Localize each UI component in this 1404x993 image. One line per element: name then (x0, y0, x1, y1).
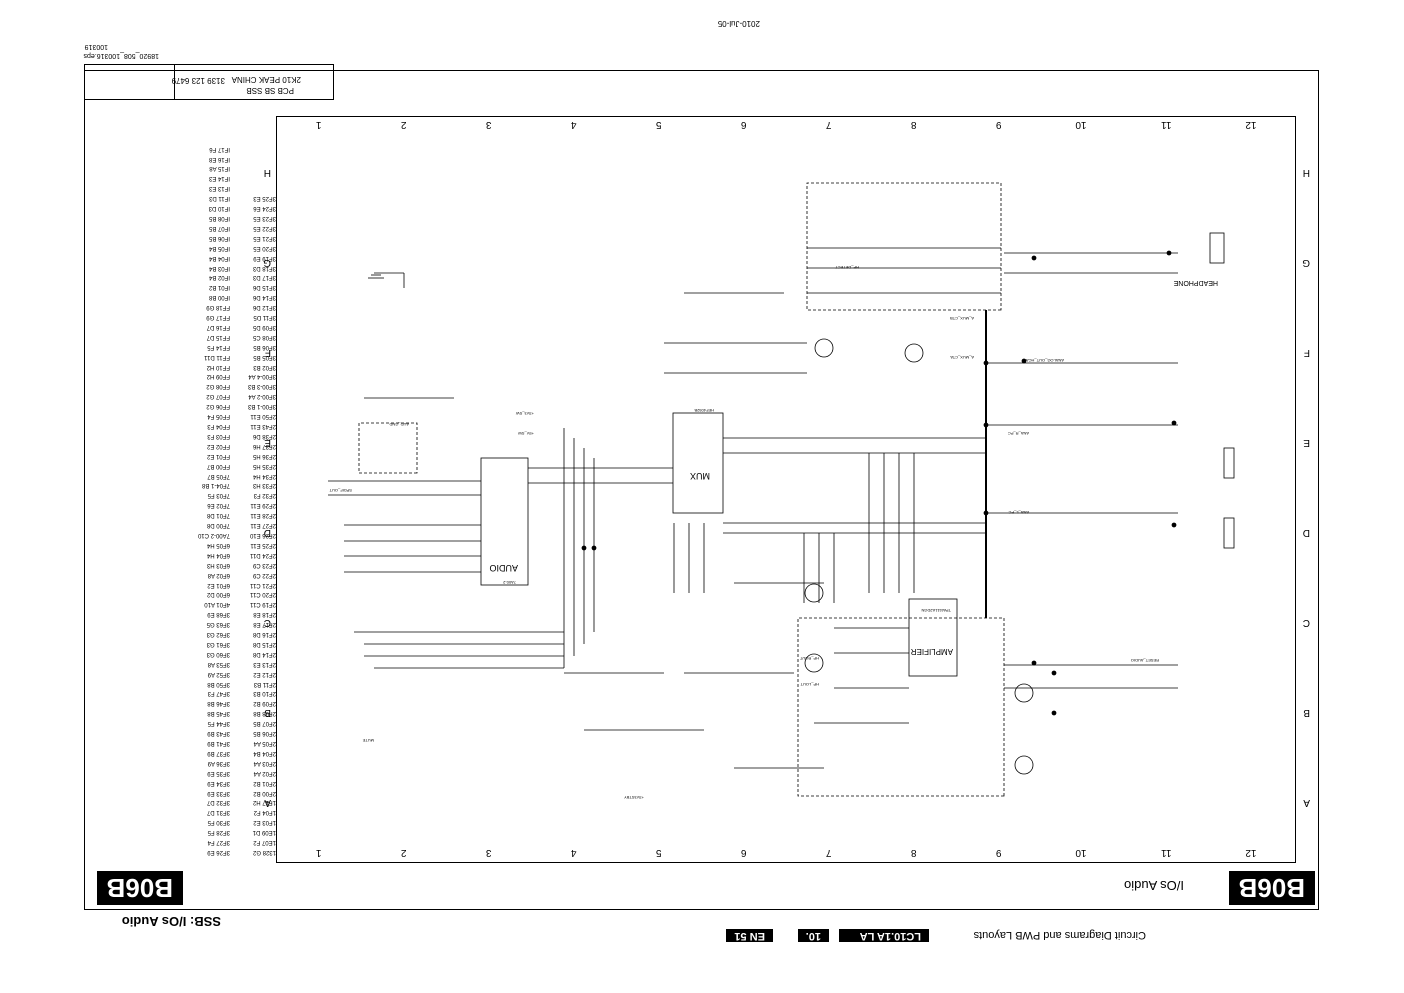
net-analog-out-hca: ANALOG_OUT_HCA (1025, 358, 1064, 363)
net-hp-rout: HP_ROUT (799, 656, 819, 661)
net-3v3-sw: +3V3_SW (515, 411, 534, 416)
net-hp-lout: HP_LOUT (800, 682, 819, 687)
mux-label: MUX (690, 471, 710, 481)
audio-label: AUDIO (489, 563, 518, 573)
audio-chip-label: 7A00-2 (503, 580, 516, 585)
net-spdif-out: SPDIF_OUT (329, 488, 352, 493)
mux-chip-label: HEF4052B (694, 408, 714, 413)
amplifier-chip-label: TPA6111A2DGN (921, 608, 951, 613)
net-aud-gnd: AUD_GND (389, 422, 409, 427)
net-a-mux-cta: A_MUX_CTA (950, 355, 974, 360)
net-ana-l-pc: ANA_L_PC (1008, 510, 1029, 515)
net-hp-detect: HP_DETECT (835, 265, 859, 270)
headphone-label: HEADPHONE (1173, 279, 1218, 286)
net-3v3stby: +3V3STBY (624, 795, 644, 800)
net-reset-audio: RESET_AUDIO (1130, 658, 1159, 663)
net-mute: MUTE (362, 738, 374, 743)
net-5v-sw: +5V_SW (518, 431, 534, 436)
net-ana-r-pc: ANA_R_PC (1007, 431, 1029, 436)
amplifier-label: AMPLIFIER (910, 647, 953, 656)
net-a-mux-ctb: A_MUX_CTB (949, 316, 974, 321)
